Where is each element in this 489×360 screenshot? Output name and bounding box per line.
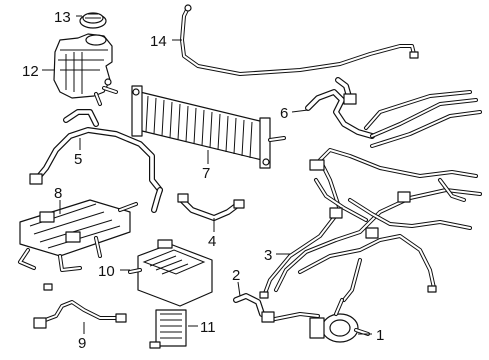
- callout-1: 1: [376, 327, 384, 344]
- reservoir-cap: [79, 12, 107, 29]
- coolant-pump: [309, 298, 370, 343]
- leader-2: [237, 281, 241, 297]
- bottom-hose: [33, 300, 127, 329]
- valve-manifold: [18, 199, 138, 291]
- callout-14: 14: [150, 33, 167, 50]
- callout-numbers: 13 12 14 6 5 7 8 4 3 10 2 9 11 1: [22, 9, 384, 352]
- hose-assembly-right: [305, 77, 482, 148]
- callout-7: 7: [202, 165, 210, 182]
- callout-2: 2: [232, 267, 240, 284]
- callout-4: 4: [208, 233, 216, 250]
- short-hose: [233, 293, 320, 323]
- callout-9: 9: [78, 335, 86, 352]
- radiator-hose: [177, 193, 245, 221]
- callout-8: 8: [54, 185, 62, 202]
- callout-12: 12: [22, 63, 39, 80]
- coolant-filter: [149, 309, 187, 349]
- hose-assembly-left: [29, 109, 163, 213]
- tube-harness: [259, 148, 482, 302]
- leader-lines: [42, 15, 372, 335]
- callout-6: 6: [280, 105, 288, 122]
- callout-3: 3: [264, 247, 272, 264]
- callout-10: 10: [98, 263, 115, 280]
- leader-6: [291, 109, 309, 113]
- callout-13: 13: [54, 9, 71, 26]
- coolant-reservoir: [53, 33, 118, 106]
- coolant-tube-upper: [180, 4, 419, 76]
- control-module: [128, 239, 213, 307]
- callout-11: 11: [200, 319, 216, 336]
- callout-5: 5: [74, 151, 82, 168]
- radiator: [131, 85, 286, 169]
